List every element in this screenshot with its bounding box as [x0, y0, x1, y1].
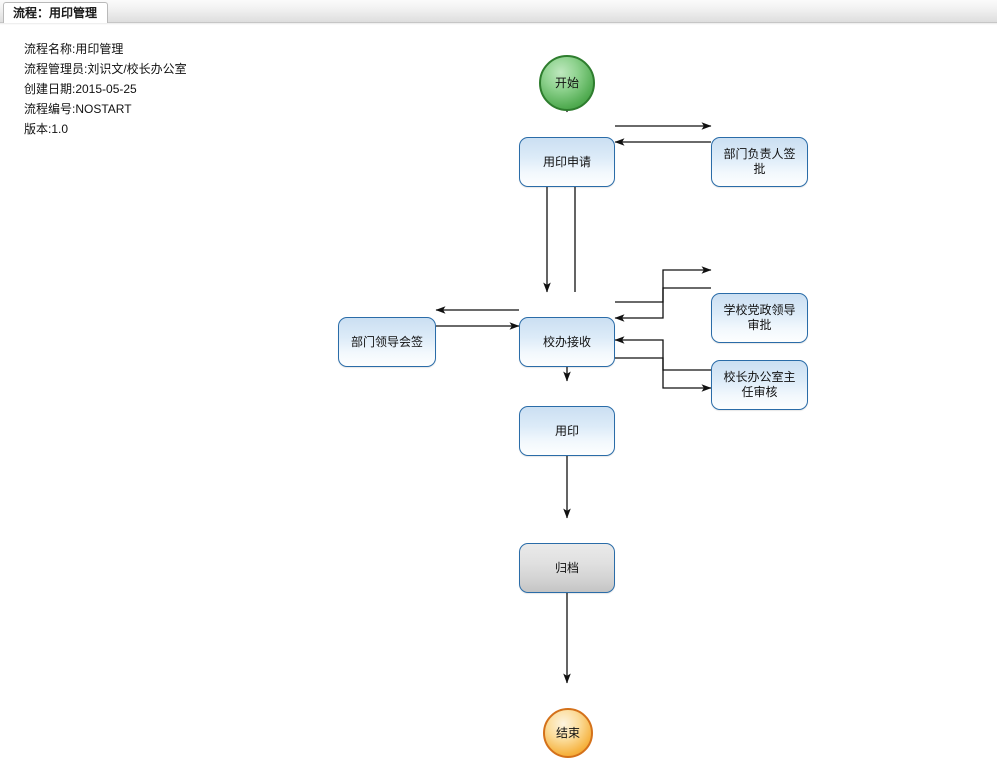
- process-diagram-canvas: 开始 用印申请 部门负责人签批 校办接收 部门领导会签 学校党政领导审批 校长办…: [0, 24, 997, 758]
- meta-process-admin: 流程管理员:刘识文/校长办公室: [24, 62, 187, 76]
- tab-strip: 流程：用印管理: [3, 1, 109, 23]
- node-school-office-receive[interactable]: 校办接收: [519, 317, 615, 367]
- node-dept-leader-countersign-label: 部门领导会签: [350, 334, 423, 349]
- node-end-event[interactable]: 结束: [543, 708, 593, 758]
- node-archive[interactable]: 归档: [519, 543, 615, 593]
- process-meta-panel: 流程名称:用印管理 流程管理员:刘识文/校长办公室 创建日期:2015-05-2…: [24, 39, 344, 139]
- node-start-event[interactable]: 开始: [539, 55, 595, 111]
- node-end-event-label: 结束: [555, 725, 580, 740]
- meta-version: 版本:1.0: [24, 122, 69, 136]
- node-dept-manager-approval-label: 部门负责人签批: [723, 147, 796, 176]
- node-archive-label: 归档: [554, 560, 579, 575]
- node-start-event-label: 开始: [554, 75, 579, 90]
- connector-layer: [435, 87, 712, 684]
- node-party-leadership-approval[interactable]: 学校党政领导审批: [711, 293, 808, 343]
- node-seal-application-label: 用印申请: [542, 154, 591, 169]
- node-seal-application[interactable]: 用印申请: [519, 137, 615, 187]
- meta-process-code: 流程编号:NOSTART: [24, 102, 132, 116]
- tab-bar-shadow: [0, 23, 997, 25]
- node-principal-office-director-review-label: 校长办公室主任审核: [723, 370, 796, 399]
- node-school-office-receive-label: 校办接收: [542, 334, 591, 349]
- edge-office-recv-to-party-leader: [615, 266, 712, 303]
- edge-office-head-to-office-recv: [614, 336, 711, 371]
- node-party-leadership-approval-label: 学校党政领导审批: [723, 303, 796, 332]
- node-dept-manager-approval[interactable]: 部门负责人签批: [711, 137, 808, 187]
- meta-process-name: 流程名称:用印管理: [24, 42, 124, 56]
- edge-office-recv-to-office-head: [615, 357, 712, 392]
- edge-party-leader-to-office-recv: [614, 287, 711, 322]
- tab-bar: 流程：用印管理: [0, 0, 997, 23]
- node-apply-seal[interactable]: 用印: [519, 406, 615, 456]
- tab-process-seal-management[interactable]: 流程：用印管理: [3, 2, 109, 23]
- node-apply-seal-label: 用印: [554, 423, 579, 438]
- node-dept-leader-countersign[interactable]: 部门领导会签: [338, 317, 436, 367]
- node-principal-office-director-review[interactable]: 校长办公室主任审核: [711, 360, 808, 410]
- meta-created-date: 创建日期:2015-05-25: [24, 82, 137, 96]
